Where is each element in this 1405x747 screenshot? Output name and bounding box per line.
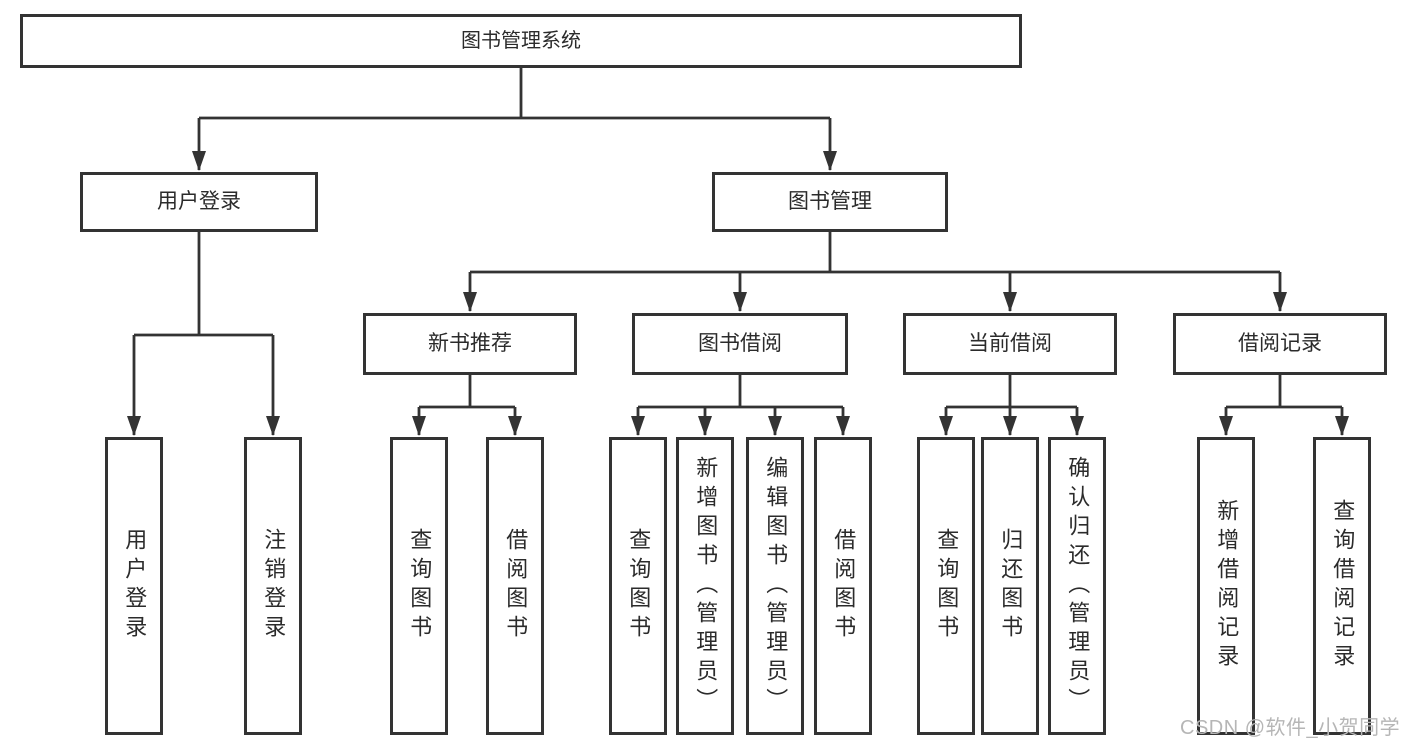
node-newrec-borrow-books: 借阅图书 [486,437,544,735]
node-logout-leaf: 注销登录 [244,437,302,735]
node-current-query-books: 查询图书 [917,437,975,735]
node-user-login-branch: 用户登录 [80,172,318,232]
node-book-borrowing: 图书借阅 [632,313,848,375]
node-user-login-leaf: 用户登录 [105,437,163,735]
node-borrow-edit-books-admin: 编辑图书（管理员） [746,437,804,735]
node-borrow-add-books-admin: 新增图书（管理员） [676,437,734,735]
node-current-confirm-return-admin: 确认归还（管理员） [1048,437,1106,735]
node-records-add-record: 新增借阅记录 [1197,437,1255,735]
node-current-borrowing: 当前借阅 [903,313,1117,375]
node-newrec-query-books: 查询图书 [390,437,448,735]
node-book-management-branch: 图书管理 [712,172,948,232]
node-borrow-borrow-books: 借阅图书 [814,437,872,735]
node-borrowing-records: 借阅记录 [1173,313,1387,375]
node-records-query-record: 查询借阅记录 [1313,437,1371,735]
node-new-book-recommend: 新书推荐 [363,313,577,375]
watermark: CSDN @软件_小贺同学 [1180,717,1401,739]
node-root: 图书管理系统 [20,14,1022,68]
node-current-return-books: 归还图书 [981,437,1039,735]
node-borrow-query-books: 查询图书 [609,437,667,735]
